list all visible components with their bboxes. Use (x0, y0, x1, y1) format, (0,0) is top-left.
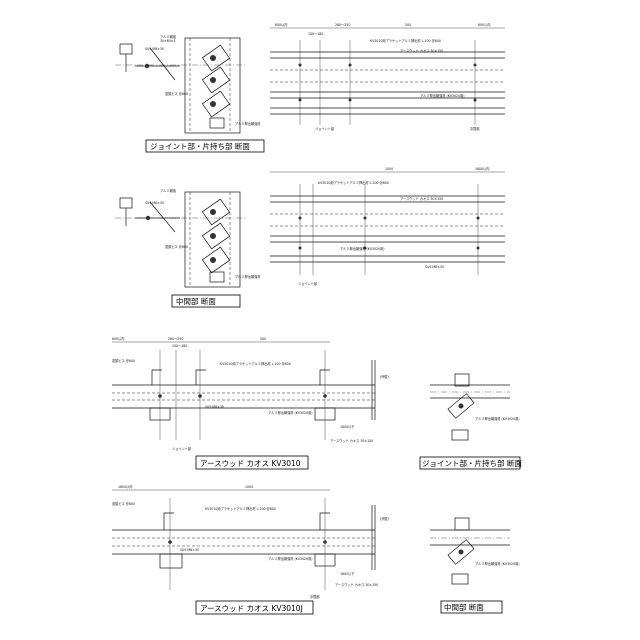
svg-text:ジョイント部・片持ち部 断面: ジョイント部・片持ち部 断面 (422, 458, 522, 468)
section-mid-left: アルミ補強 SUS M8×30 皿頭ビス @600 アルミ押出補強材 (115, 188, 261, 288)
svg-text:KV3010用ブラケットアルミ押出材 L-100 @600: KV3010用ブラケットアルミ押出材 L-100 @600 (205, 506, 276, 511)
section-right-joint: アルミ押出補強材 (KV3020用) (430, 373, 520, 441)
section-top-left: アルミ補強 30×60×5 SUS M8×30 皿頭ビス @600 アルミ押出補… (115, 34, 261, 134)
svg-text:アルミ押出補強材 (KV3020用): アルミ押出補強材 (KV3020用) (475, 416, 520, 421)
svg-text:1600以内: 1600以内 (475, 166, 490, 171)
svg-text:アースウッド カオス 30×150: アースウッド カオス 30×150 (330, 438, 373, 443)
svg-text:アースウッド カオス 30×150: アースウッド カオス 30×150 (335, 582, 378, 587)
svg-text:中間部: 中間部 (310, 594, 320, 599)
svg-text:1600以内: 1600以内 (118, 484, 133, 489)
svg-text:KV3010用ブラケットアルミ押出材 L-100 @600: KV3010用ブラケットアルミ押出材 L-100 @600 (318, 180, 389, 185)
svg-text:アルミ押出補強材 (KV3020用): アルミ押出補強材 (KV3020用) (268, 410, 313, 415)
elevation-kv3010: 600以内 280～250 500 100～180 皿頭ビス @600 KV30… (112, 336, 389, 451)
svg-text:アルミ押出補強材: アルミ押出補強材 (235, 274, 261, 279)
title-mid-left: 中間部 断面 (171, 294, 241, 308)
elevation-mid-right: 1000 1600以内 KV3010用ブラケットアルミ押出材 L-100 @60… (270, 166, 505, 286)
svg-text:(外壁): (外壁) (380, 374, 389, 379)
svg-text:アースウッド カオス 30×150: アースウッド カオス 30×150 (400, 48, 443, 53)
svg-text:中間部 断面: 中間部 断面 (176, 296, 216, 306)
svg-text:アルミ補強: アルミ補強 (160, 188, 177, 193)
svg-text:KV3010用ブラケットアルミ押出材 L-100 @600: KV3010用ブラケットアルミ押出材 L-100 @600 (370, 38, 441, 43)
svg-text:ジョイント部: ジョイント部 (298, 281, 318, 286)
svg-text:アルミ押出補強材 (KV3020用): アルミ押出補強材 (KV3020用) (475, 561, 520, 566)
svg-text:中間部: 中間部 (470, 126, 480, 131)
title-right-mid: 中間部 断面 (440, 600, 503, 614)
section-right-mid: アルミ押出補強材 (KV3020用) (430, 517, 520, 585)
svg-text:500: 500 (405, 23, 411, 27)
svg-text:ジョイント部: ジョイント部 (315, 126, 335, 131)
svg-text:SUS M8×30: SUS M8×30 (180, 548, 199, 552)
svg-text:皿頭ビス @600: 皿頭ビス @600 (165, 244, 188, 249)
svg-text:500: 500 (260, 337, 266, 341)
svg-text:ジョイント部: ジョイント部 (172, 446, 192, 451)
svg-text:アルミ補強: アルミ補強 (160, 34, 177, 39)
svg-text:皿頭ビス @600: 皿頭ビス @600 (165, 91, 188, 96)
svg-text:SUS M8×30: SUS M8×30 (145, 201, 164, 205)
svg-text:アースウッド カオス 30×150: アースウッド カオス 30×150 (400, 196, 443, 201)
svg-text:KV3010用ブラケットアルミ押出材 L-100 @600: KV3010用ブラケットアルミ押出材 L-100 @600 (220, 361, 291, 366)
svg-text:アルミ押出補強材 (KV3020用): アルミ押出補強材 (KV3020用) (268, 556, 313, 561)
svg-text:中間部 断面: 中間部 断面 (444, 602, 484, 612)
svg-text:皿頭ビス @600: 皿頭ビス @600 (112, 501, 135, 506)
svg-text:100～180: 100～180 (308, 32, 323, 36)
svg-text:SUS M8×30: SUS M8×30 (425, 265, 444, 269)
svg-text:280～250: 280～250 (168, 337, 183, 341)
svg-text:1000: 1000 (245, 485, 253, 489)
svg-text:皿頭ビス @600: 皿頭ビス @600 (112, 358, 135, 363)
svg-text:アルミ押出補強材: アルミ押出補強材 (235, 121, 261, 126)
title-kv3010j: アースウッド カオス KV3010J (195, 600, 314, 615)
svg-text:100～180: 100～180 (172, 344, 187, 348)
svg-text:アースウッド カオス KV3010J: アースウッド カオス KV3010J (200, 604, 303, 613)
elevation-top-right: 600以内 280～250 500 600以内 100～180 KV3010用ブ… (270, 22, 505, 131)
svg-text:30×60×5: 30×60×5 (160, 39, 175, 43)
svg-text:アースウッド カオス KV3010: アースウッド カオス KV3010 (200, 459, 301, 468)
svg-text:(外壁): (外壁) (380, 516, 389, 521)
svg-text:アルミ押出補強材 (KV3020用): アルミ押出補強材 (KV3020用) (340, 246, 385, 251)
bracket-group-1 (201, 44, 231, 118)
title-top-left: ジョイント部・片持ち部 断面 (145, 139, 265, 153)
svg-text:1600以下: 1600以下 (340, 572, 355, 576)
svg-text:SUS M8×30: SUS M8×30 (145, 47, 164, 51)
svg-text:ジョイント部・片持ち部 断面: ジョイント部・片持ち部 断面 (150, 141, 250, 151)
svg-text:アルミ押出補強材 (KV3020用): アルミ押出補強材 (KV3020用) (420, 93, 465, 98)
svg-text:SUS M8×30: SUS M8×30 (205, 405, 224, 409)
title-kv3010: アースウッド カオス KV3010 (195, 455, 309, 470)
bracket-group-2 (201, 198, 231, 274)
svg-text:600以内: 600以内 (478, 22, 490, 27)
elevation-kv3010j: 1600以内 1000 皿頭ビス @600 KV3010用ブラケットアルミ押出材… (112, 484, 389, 599)
svg-text:280～250: 280～250 (335, 23, 350, 27)
title-right-joint: ジョイント部・片持ち部 断面 (419, 456, 522, 470)
svg-text:1000: 1000 (385, 167, 393, 171)
svg-text:1600以下: 1600以下 (340, 425, 355, 429)
svg-text:600以内: 600以内 (112, 336, 124, 341)
svg-text:600以内: 600以内 (275, 22, 287, 27)
